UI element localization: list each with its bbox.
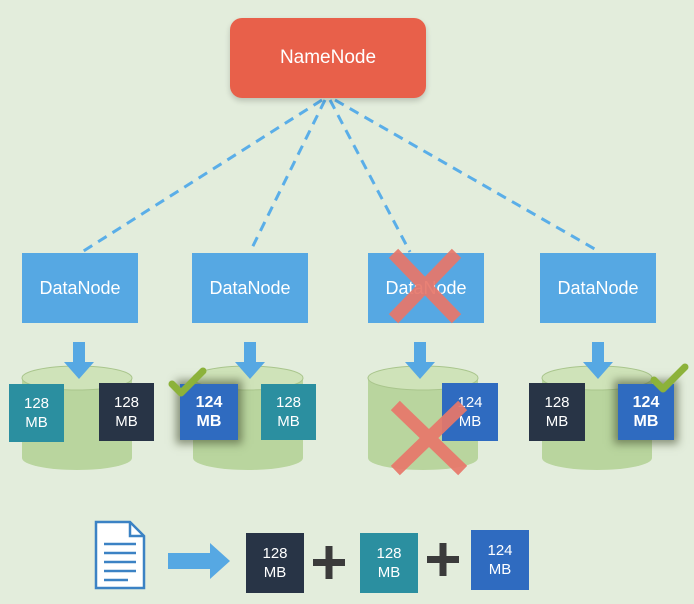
link-datanode-3 xyxy=(328,99,412,253)
datanode-1: DataNode xyxy=(22,253,138,323)
block-size: 128 xyxy=(262,545,288,562)
file-part-3: 124 MB xyxy=(471,530,529,590)
block-size: 124 xyxy=(632,394,660,411)
block-size: 124 xyxy=(195,394,223,411)
arrow-down-icon xyxy=(405,342,435,379)
block-size: 124 xyxy=(487,542,513,559)
block-node4-b-replica: 124 MB xyxy=(618,384,674,440)
block-size: 128 xyxy=(544,394,570,411)
namenode: NameNode xyxy=(230,18,426,98)
block-unit: MB xyxy=(115,413,138,430)
block-size: 124 xyxy=(457,394,483,411)
block-unit: MB xyxy=(25,414,48,431)
datanode-2: DataNode xyxy=(192,253,308,323)
block-node1-b: 128 MB xyxy=(99,383,154,441)
arrow-down-icon xyxy=(235,342,265,379)
file-part-2: 128 MB xyxy=(360,533,418,593)
block-unit: MB xyxy=(488,561,512,578)
file-part-1: 128 MB xyxy=(246,533,304,593)
block-unit: MB xyxy=(196,413,222,430)
block-node2-b: 128 MB xyxy=(261,384,316,440)
block-size: 128 xyxy=(113,394,140,411)
block-node4-a: 128 MB xyxy=(529,383,585,441)
block-unit: MB xyxy=(633,413,659,430)
block-size: 128 xyxy=(23,395,50,412)
document-icon xyxy=(94,520,146,590)
link-datanode-2 xyxy=(248,99,327,253)
block-unit: MB xyxy=(277,413,300,430)
block-unit: MB xyxy=(263,564,287,581)
block-size: 128 xyxy=(275,394,302,411)
datanode-3-failed: DataNode xyxy=(368,253,484,323)
link-datanode-1 xyxy=(81,98,323,254)
link-datanode-4 xyxy=(334,98,601,254)
datanode-4: DataNode xyxy=(540,253,656,323)
block-node2-a-replica: 124 MB xyxy=(180,384,238,440)
block-node1-a: 128 MB xyxy=(9,384,64,442)
arrow-right-icon xyxy=(168,543,230,579)
block-node3-a: 124 MB xyxy=(442,383,498,441)
block-unit: MB xyxy=(545,413,569,430)
arrow-down-icon xyxy=(64,342,94,379)
block-unit: MB xyxy=(458,413,482,430)
arrow-down-icon xyxy=(583,342,613,379)
block-size: 128 xyxy=(376,545,402,562)
plus-signs xyxy=(313,543,459,579)
block-unit: MB xyxy=(377,564,401,581)
